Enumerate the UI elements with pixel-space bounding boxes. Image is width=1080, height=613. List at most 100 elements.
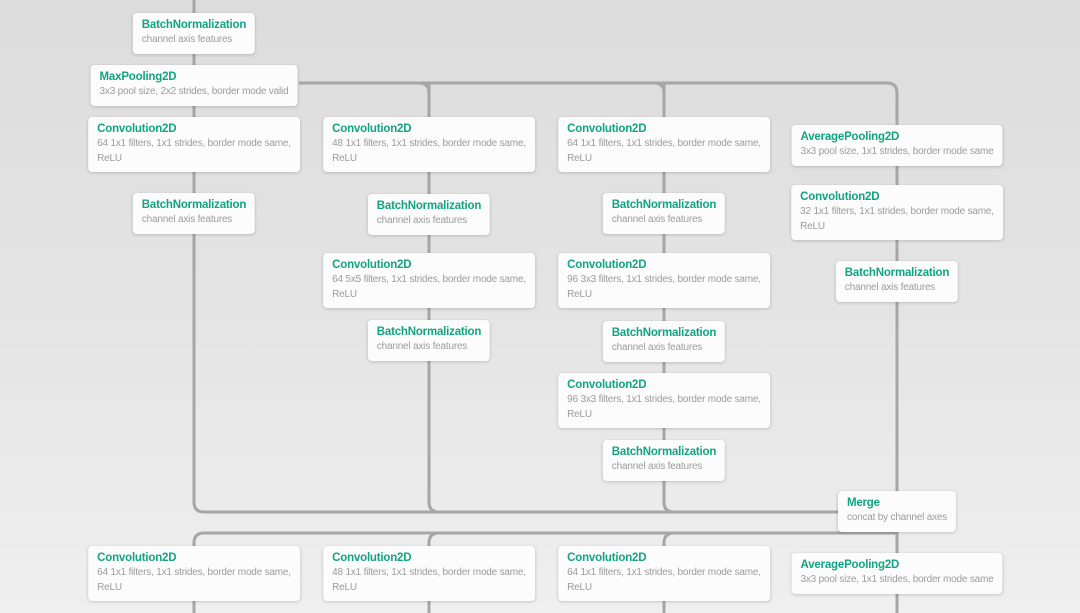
node-avgpooling2d-col4-top: AveragePooling2D 3x3 pool size, 1x1 stri… xyxy=(791,125,1003,166)
node-title: Convolution2D xyxy=(97,552,177,564)
node-subtitle-line: ReLU xyxy=(800,220,825,232)
node-merge: Merge concat by channel axes xyxy=(837,491,957,532)
node-title: Convolution2D xyxy=(800,191,880,203)
node-subtitle-line: ReLU xyxy=(332,581,357,593)
node-title: BatchNormalization xyxy=(376,326,482,338)
node-maxpooling2d-col1: MaxPooling2D 3x3 pool size, 2x2 strides,… xyxy=(90,65,298,106)
node-title: Convolution2D xyxy=(97,123,177,135)
node-subtitle-line: channel axis features xyxy=(611,342,703,353)
node-subtitle-line: 96 3x3 filters, 1x1 strides, border mode… xyxy=(567,394,761,405)
node-subtitle: 96 3x3 filters, 1x1 strides, border mode… xyxy=(567,273,761,302)
node-subtitle-line: ReLU xyxy=(567,581,592,593)
edge-col2-spine xyxy=(427,83,440,514)
node-subtitle-line: ReLU xyxy=(97,152,122,164)
node-subtitle-line: concat by channel axes xyxy=(846,512,948,523)
node-subtitle-line: 48 1x1 filters, 1x1 strides, border mode… xyxy=(332,138,526,149)
node-subtitle: channel axis features xyxy=(142,33,246,48)
node-title: AveragePooling2D xyxy=(800,559,900,571)
node-subtitle-line: 64 1x1 filters, 1x1 strides, border mode… xyxy=(97,567,291,578)
node-subtitle: 32 1x1 filters, 1x1 strides, border mode… xyxy=(800,205,994,234)
node-subtitle-line: ReLU xyxy=(332,152,357,164)
edge-col1-spine-to-merge-bus xyxy=(192,0,838,514)
node-subtitle-line: 64 1x1 filters, 1x1 strides, border mode… xyxy=(97,138,291,149)
node-subtitle: 64 5x5 filters, 1x1 strides, border mode… xyxy=(332,273,526,302)
node-subtitle-line: channel axis features xyxy=(611,214,703,225)
node-conv2d-64-1x1-col3: Convolution2D 64 1x1 filters, 1x1 stride… xyxy=(558,117,770,172)
node-subtitle-line: channel axis features xyxy=(844,282,936,293)
node-subtitle: 64 1x1 filters, 1x1 strides, border mode… xyxy=(97,566,291,595)
node-conv2d-48-1x1-col2: Convolution2D 48 1x1 filters, 1x1 stride… xyxy=(323,117,535,172)
node-batchnorm-col2-1: BatchNormalization channel axis features xyxy=(367,194,491,235)
edge-bottom-bus xyxy=(192,531,897,613)
node-subtitle-line: channel axis features xyxy=(376,341,468,352)
node-subtitle: 96 3x3 filters, 1x1 strides, border mode… xyxy=(567,393,761,422)
node-title: Convolution2D xyxy=(567,123,647,135)
node-subtitle: 48 1x1 filters, 1x1 strides, border mode… xyxy=(332,566,526,595)
node-batchnorm-col3-2: BatchNormalization channel axis features xyxy=(602,321,726,362)
node-subtitle: 64 1x1 filters, 1x1 strides, border mode… xyxy=(97,137,291,166)
node-conv2d-64-1x1-col1: Convolution2D 64 1x1 filters, 1x1 stride… xyxy=(88,117,300,172)
node-subtitle: channel axis features xyxy=(142,213,246,228)
node-batchnorm-col3-3: BatchNormalization channel axis features xyxy=(602,440,726,481)
node-subtitle-line: ReLU xyxy=(567,152,592,164)
node-title: Convolution2D xyxy=(567,379,647,391)
node-title: BatchNormalization xyxy=(611,199,717,211)
edge-top-elbow-col2 xyxy=(418,81,431,94)
node-title: Convolution2D xyxy=(332,552,412,564)
node-title: Merge xyxy=(846,497,880,509)
node-conv2d-64-5x5-col2: Convolution2D 64 5x5 filters, 1x1 stride… xyxy=(323,253,535,308)
node-title: AveragePooling2D xyxy=(800,131,900,143)
edge-top-elbow-col3 xyxy=(653,81,666,94)
node-batchnorm-col3-1: BatchNormalization channel axis features xyxy=(602,193,726,234)
node-subtitle: 48 1x1 filters, 1x1 strides, border mode… xyxy=(332,137,526,166)
node-subtitle-line: 64 5x5 filters, 1x1 strides, border mode… xyxy=(332,274,526,285)
node-subtitle-line: ReLU xyxy=(332,288,357,300)
node-subtitle-line: 48 1x1 filters, 1x1 strides, border mode… xyxy=(332,567,526,578)
node-title: BatchNormalization xyxy=(141,199,247,211)
edge-col3-spine xyxy=(662,83,675,514)
node-conv2d-64-1x1-bottom1: Convolution2D 64 1x1 filters, 1x1 stride… xyxy=(88,546,300,601)
node-subtitle-line: ReLU xyxy=(567,288,592,300)
node-title: BatchNormalization xyxy=(611,327,717,339)
node-subtitle-line: 96 3x3 filters, 1x1 strides, border mode… xyxy=(567,274,761,285)
node-subtitle: channel axis features xyxy=(612,213,716,228)
node-title: Convolution2D xyxy=(567,552,647,564)
node-subtitle-line: 64 1x1 filters, 1x1 strides, border mode… xyxy=(567,567,761,578)
node-subtitle: 3x3 pool size, 2x2 strides, border mode … xyxy=(100,85,289,100)
node-subtitle: channel axis features xyxy=(612,460,716,475)
node-subtitle: channel axis features xyxy=(845,281,949,296)
node-subtitle: channel axis features xyxy=(612,341,716,356)
edge-top-bus-and-col4-spine xyxy=(299,81,899,613)
node-subtitle-line: channel axis features xyxy=(611,461,703,472)
node-title: BatchNormalization xyxy=(141,19,247,31)
node-subtitle-line: 3x3 pool size, 1x1 strides, border mode … xyxy=(800,146,994,157)
edge-bottom-elbow-col3 xyxy=(662,531,675,613)
node-subtitle: 64 1x1 filters, 1x1 strides, border mode… xyxy=(567,566,761,595)
node-avgpooling2d-bottom: AveragePooling2D 3x3 pool size, 1x1 stri… xyxy=(791,553,1003,594)
node-conv2d-96-3x3-col3-b: Convolution2D 96 3x3 filters, 1x1 stride… xyxy=(558,373,770,428)
node-subtitle: 3x3 pool size, 1x1 strides, border mode … xyxy=(801,573,994,588)
node-subtitle-line: 3x3 pool size, 1x1 strides, border mode … xyxy=(800,574,994,585)
node-title: BatchNormalization xyxy=(611,446,717,458)
node-title: Convolution2D xyxy=(332,123,412,135)
node-batchnorm-col1-2: BatchNormalization channel axis features xyxy=(132,193,256,234)
node-subtitle-line: channel axis features xyxy=(376,215,468,226)
node-batchnorm-col2-2: BatchNormalization channel axis features xyxy=(367,320,491,361)
node-batchnorm-col4: BatchNormalization channel axis features xyxy=(835,261,959,302)
node-subtitle: 3x3 pool size, 1x1 strides, border mode … xyxy=(801,145,994,160)
node-conv2d-32-1x1-col4: Convolution2D 32 1x1 filters, 1x1 stride… xyxy=(791,185,1003,240)
node-title: BatchNormalization xyxy=(376,200,482,212)
node-subtitle-line: channel axis features xyxy=(141,34,233,45)
edge-bottom-elbow-col2 xyxy=(427,531,440,613)
node-title: BatchNormalization xyxy=(844,267,950,279)
node-subtitle-line: 64 1x1 filters, 1x1 strides, border mode… xyxy=(567,138,761,149)
node-conv2d-48-1x1-bottom2: Convolution2D 48 1x1 filters, 1x1 stride… xyxy=(323,546,535,601)
node-subtitle-line: 32 1x1 filters, 1x1 strides, border mode… xyxy=(800,206,994,217)
node-subtitle: concat by channel axes xyxy=(847,511,947,526)
node-title: MaxPooling2D xyxy=(99,71,177,83)
node-subtitle: channel axis features xyxy=(377,214,481,229)
node-subtitle: channel axis features xyxy=(377,340,481,355)
node-conv2d-64-1x1-bottom3: Convolution2D 64 1x1 filters, 1x1 stride… xyxy=(558,546,770,601)
